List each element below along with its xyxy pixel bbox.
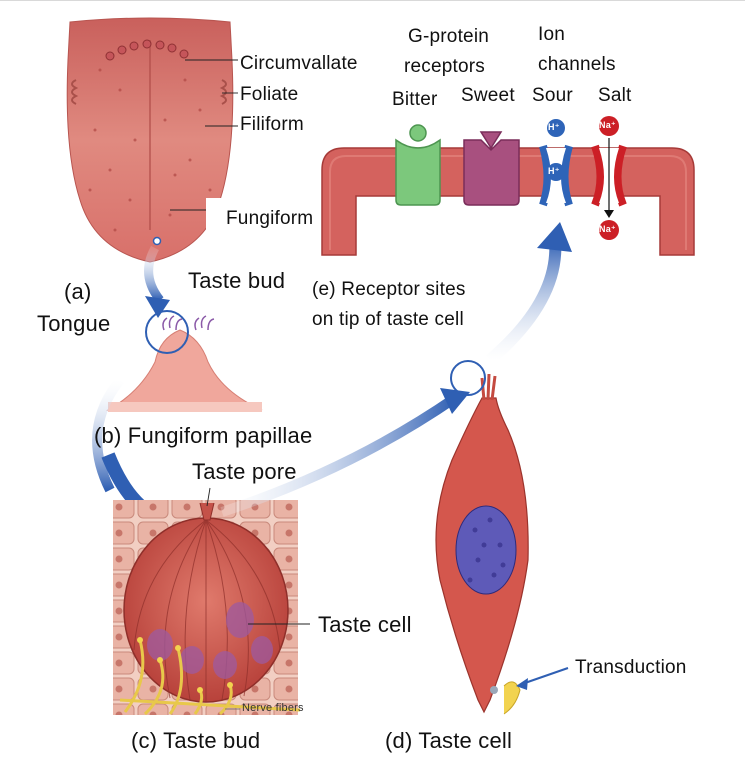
arrow-d-to-e	[486, 239, 562, 365]
label-g-protein-2: receptors	[404, 56, 486, 77]
label-fungiform-papillae: (b) Fungiform papillae	[94, 423, 313, 448]
ion-h-plus-mid: H⁺	[548, 166, 560, 176]
label-sour: Sour	[532, 85, 573, 106]
label-d-taste-cell: (d) Taste cell	[385, 728, 513, 753]
label-receptor-sites-1: (e) Receptor sites	[312, 279, 466, 300]
arrow-b-to-c	[92, 376, 124, 493]
arrow-a-to-b	[144, 245, 164, 303]
ion-na-plus-top: Na⁺	[599, 120, 616, 130]
label-salt: Salt	[598, 85, 632, 106]
label-transduction: Transduction	[575, 657, 687, 678]
receptor-membrane	[321, 116, 695, 256]
label-circumvallate: Circumvallate	[240, 53, 358, 74]
label-ion-2: channels	[538, 54, 616, 75]
taste-cell-illustration	[435, 360, 569, 715]
sour-channel	[539, 119, 573, 207]
sweet-receptor	[463, 139, 520, 206]
taste-bud-illustration	[113, 487, 310, 716]
label-filiform: Filiform	[240, 114, 304, 135]
ion-na-plus-bottom: Na⁺	[599, 224, 616, 234]
label-bitter: Bitter	[392, 89, 438, 110]
salt-channel	[591, 116, 627, 240]
ion-h-plus-top: H⁺	[548, 122, 560, 132]
bitter-receptor	[395, 138, 441, 206]
label-a: (a)	[64, 279, 92, 304]
label-taste-cell-c: Taste cell	[318, 612, 412, 637]
label-fungiform: Fungiform	[226, 208, 314, 229]
label-taste-bud-top: Taste bud	[188, 268, 286, 293]
label-receptor-sites-2: on tip of taste cell	[312, 309, 464, 330]
label-sweet: Sweet	[461, 85, 515, 106]
label-foliate: Foliate	[240, 84, 299, 105]
label-tongue: Tongue	[37, 311, 111, 336]
label-c-taste-bud: (c) Taste bud	[131, 728, 261, 753]
arrow-c-to-d	[220, 393, 458, 517]
label-g-protein-1: G-protein	[408, 26, 490, 47]
label-ion-1: Ion	[538, 24, 566, 45]
papilla-illustration	[106, 310, 263, 412]
label-taste-pore: Taste pore	[192, 459, 297, 484]
top-border	[0, 0, 745, 1]
label-nerve-fibers: Nerve fibers	[242, 702, 304, 714]
